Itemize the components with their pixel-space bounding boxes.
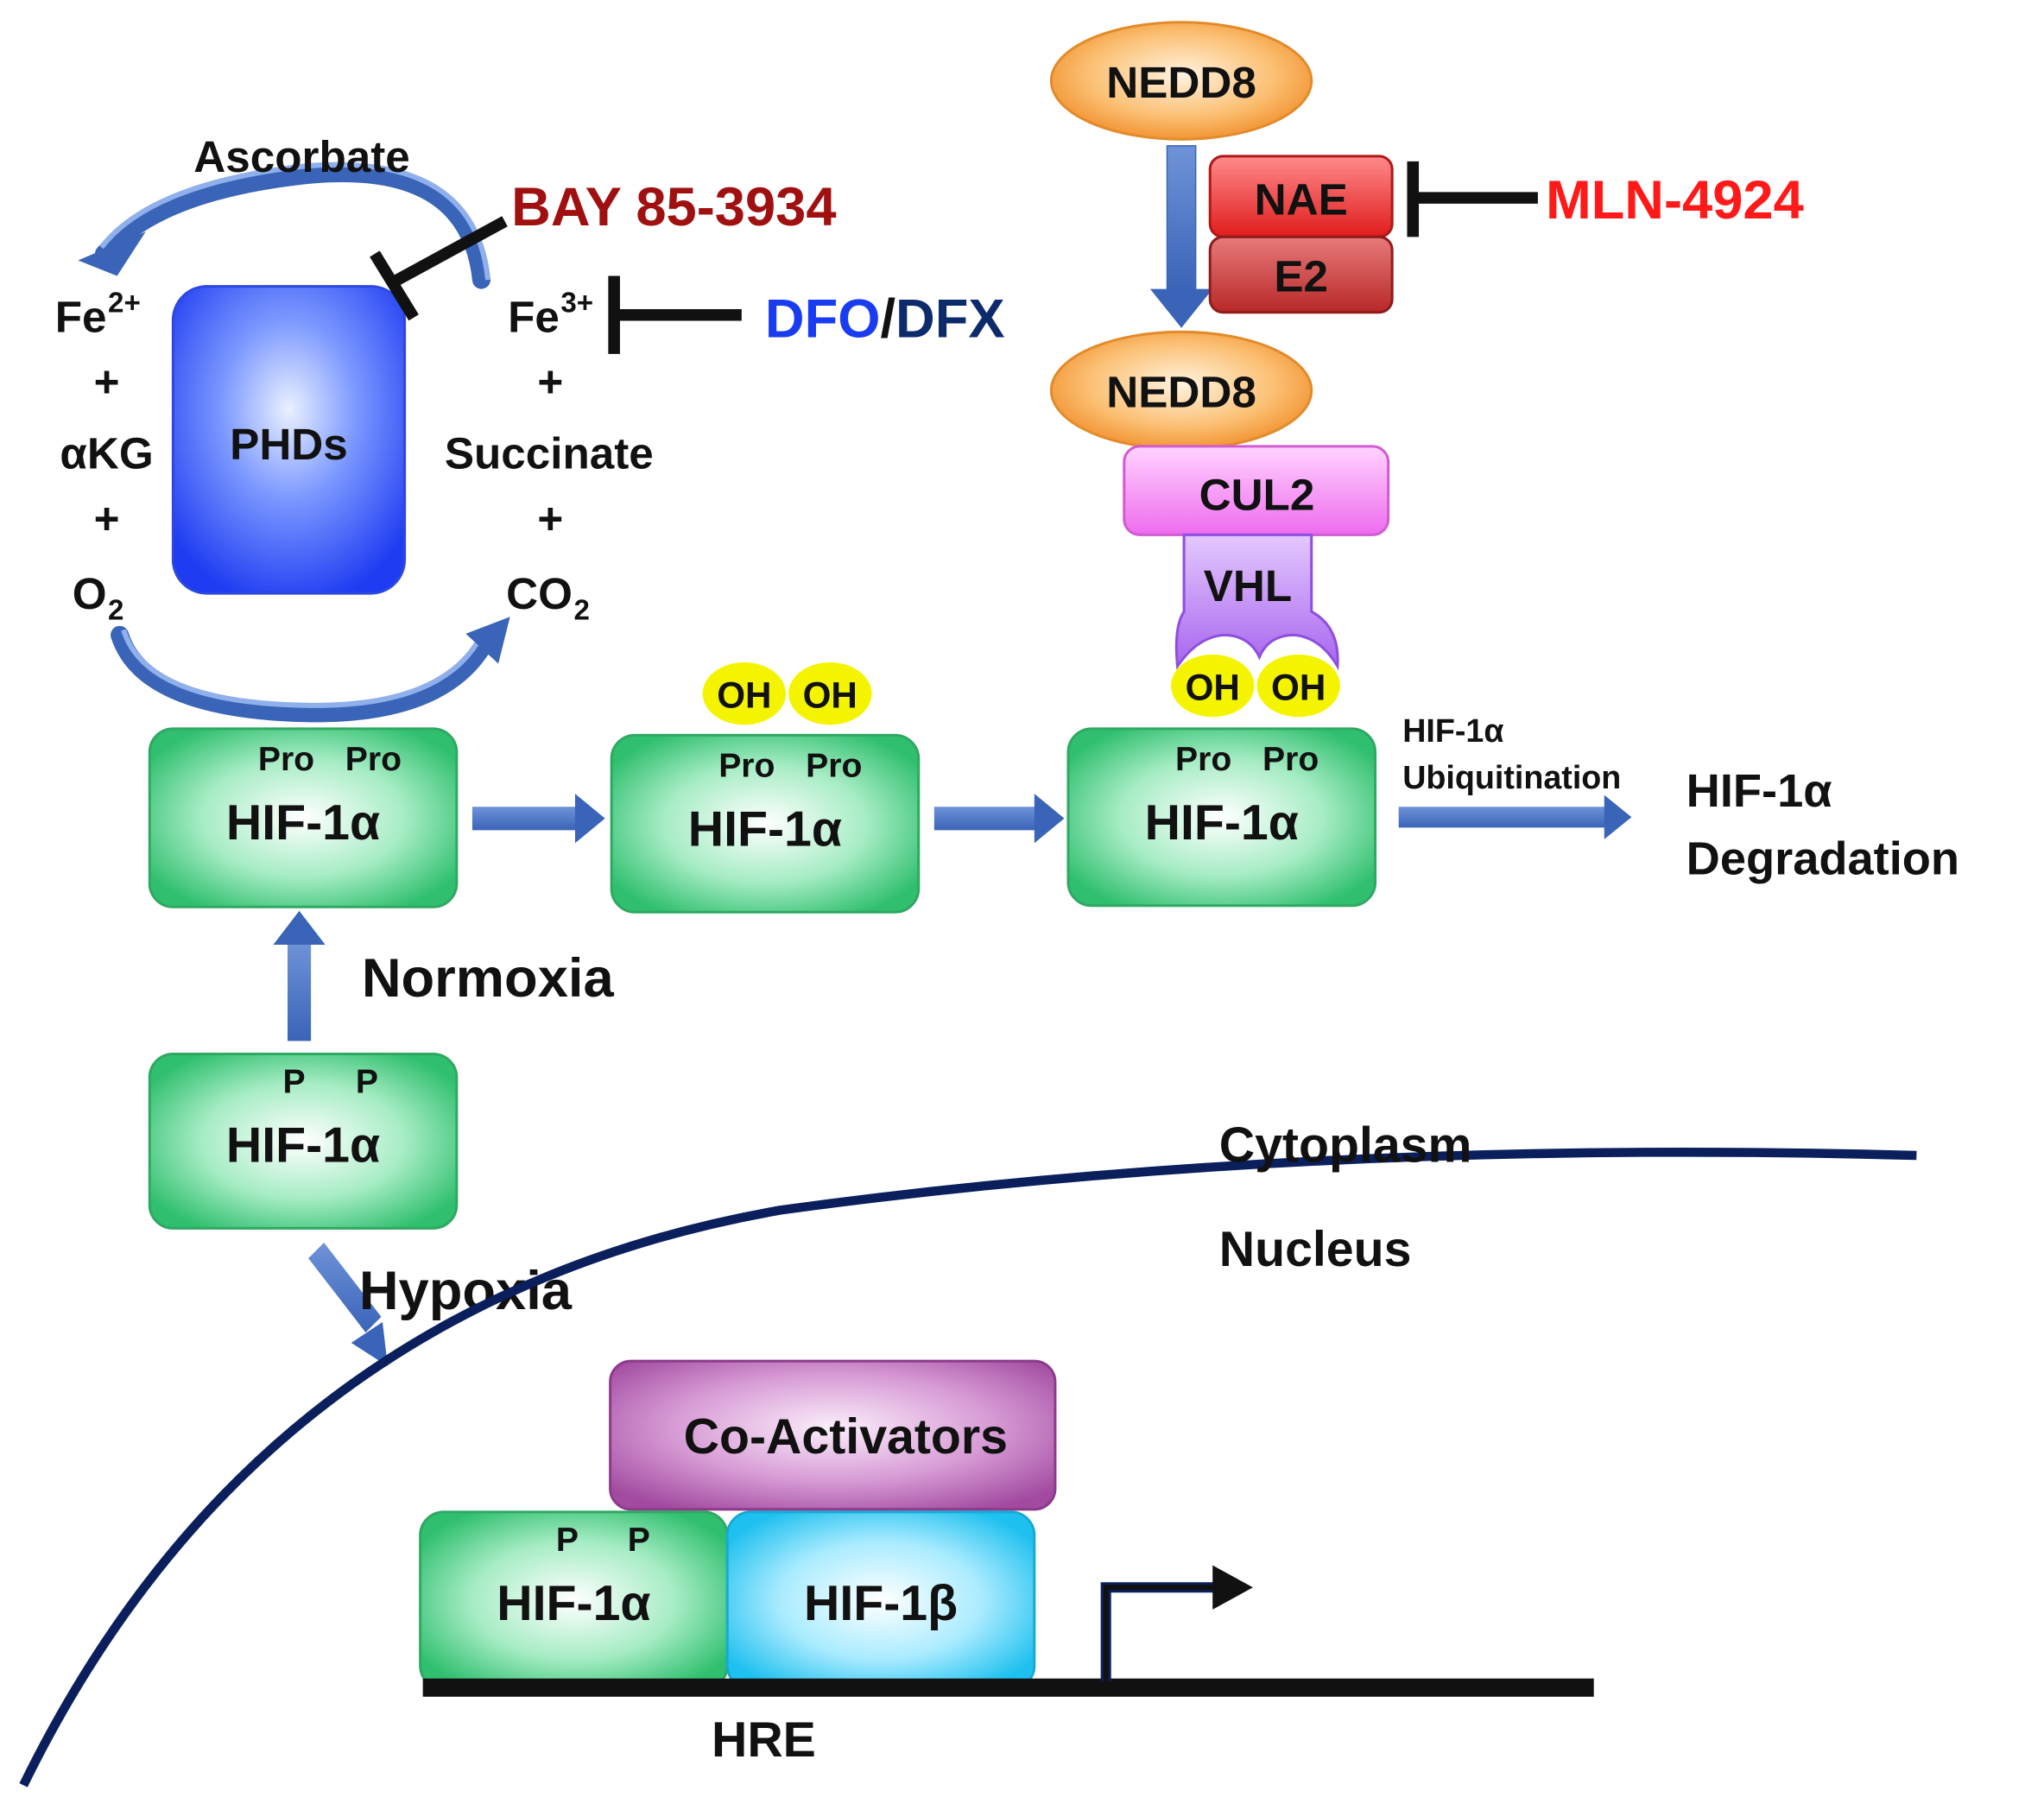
fe-symbol: Fe: [55, 292, 107, 341]
hif1a-phosphorylated-box: [148, 1053, 459, 1230]
ubiquitination-label-line1: HIF-1α: [1402, 712, 1503, 749]
phosphate-label: P: [282, 1064, 305, 1101]
hif1a-unmodified-box: [148, 727, 459, 908]
alpha-kg-label: αKG: [60, 429, 153, 478]
nae-label: NAE: [1255, 175, 1348, 225]
neddylation-down-arrow: [1149, 145, 1213, 328]
pro-residue-label: Pro: [345, 741, 402, 778]
hif1a-vhl-bound-box: [1066, 727, 1377, 908]
svg-text:DFO/DFX: DFO/DFX: [765, 288, 1005, 349]
hif1a-label: HIF-1α: [226, 1118, 380, 1174]
phosphate-label: P: [556, 1522, 579, 1559]
normoxia-label: Normoxia: [362, 948, 615, 1009]
oh-label: OH: [803, 675, 857, 716]
pro-residue-label: Pro: [1262, 741, 1319, 778]
normoxia-up-arrow: [273, 910, 326, 1041]
mln-inhibitor-line: [1407, 161, 1538, 237]
nedd8-bound-label: NEDD8: [1106, 368, 1256, 417]
plus-sign: +: [94, 358, 120, 407]
oh-hydroxyl-badge: [788, 662, 872, 725]
hypoxia-diagonal-arrow: [308, 1242, 388, 1367]
co-symbol: CO: [506, 569, 573, 618]
dfo-dfx-slash: /: [880, 288, 895, 349]
left-reactants: Fe 2+ + αKG + O 2: [55, 288, 154, 627]
right-products: Fe 3+ + Succinate + CO 2: [445, 288, 654, 627]
dfo-label: DFO: [765, 288, 881, 349]
flow-arrow-right: [933, 794, 1065, 844]
plus-sign: +: [537, 358, 563, 407]
co-subscript: 2: [573, 594, 589, 626]
phds-enzyme-box: [171, 285, 407, 595]
hif1a-label: HIF-1α: [688, 801, 842, 857]
plus-sign: +: [94, 494, 120, 543]
degradation-label-line1: HIF-1α: [1686, 765, 1832, 817]
oh-hydroxyl-badge: [1256, 654, 1340, 718]
flow-arrow-right: [471, 794, 605, 844]
oxygen-subscript: 2: [108, 594, 123, 626]
hif1a-label: HIF-1α: [226, 795, 380, 851]
pro-residue-label: Pro: [806, 748, 862, 785]
bay-85-3934-label: BAY 85-3934: [511, 177, 836, 237]
hif1a-label: HIF-1α: [1145, 795, 1299, 851]
ascorbate-label: Ascorbate: [193, 132, 409, 181]
vhl-complex: [1174, 533, 1339, 671]
oh-hydroxyl-badge: [702, 662, 787, 725]
fe-symbol: Fe: [508, 292, 560, 341]
plus-sign: +: [537, 494, 563, 543]
phosphate-label: P: [356, 1064, 378, 1101]
pro-residue-label: Pro: [718, 748, 775, 785]
oh-hydroxyl-badge: [1171, 654, 1255, 718]
cytoplasm-label: Cytoplasm: [1219, 1118, 1472, 1174]
vhl-label: VHL: [1204, 561, 1292, 611]
oh-label: OH: [717, 675, 771, 716]
oh-label: OH: [1186, 668, 1240, 708]
cul2-label: CUL2: [1199, 471, 1315, 520]
oxidation-cycle-arrow: [111, 617, 510, 723]
hre-label: HRE: [712, 1712, 816, 1768]
degradation-label-line2: Degradation: [1686, 833, 1959, 885]
nedd8-free-label: NEDD8: [1106, 58, 1256, 107]
oh-label: OH: [1271, 668, 1326, 708]
dna-strand-line: [422, 1678, 1594, 1697]
ubiquitination-label-line2: Ubiquitination: [1402, 759, 1621, 795]
e2-enzyme-box: [1208, 235, 1394, 314]
pro-residue-label: Pro: [1175, 741, 1231, 778]
ascorbate-cycle-arrow: [78, 161, 491, 289]
transcription-start-arrow: [1100, 1565, 1253, 1681]
pro-residue-label: Pro: [258, 741, 314, 778]
oxygen-symbol: O: [73, 569, 107, 618]
hif1b-label: HIF-1β: [804, 1576, 958, 1631]
hif1a-hydroxylated-box: [610, 733, 921, 914]
coactivators-label: Co-Activators: [684, 1409, 1008, 1465]
bay-inhibitor-line: [370, 216, 508, 321]
dfx-label: DFX: [895, 288, 1005, 349]
nuclear-membrane-curve: [19, 1148, 1917, 1788]
dfo-dfx-inhibitor-line: [608, 275, 742, 354]
fe-charge-3plus: 3+: [560, 288, 593, 320]
mln-4924-label: MLN-4924: [1546, 170, 1804, 231]
ubiquitination-arrow: [1398, 794, 1632, 839]
hif1a-label: HIF-1α: [497, 1576, 650, 1631]
nedd8-free-ellipse: [1049, 21, 1313, 141]
svg-text:Fe: Fe: [55, 292, 107, 341]
succinate-label: Succinate: [445, 429, 654, 478]
coactivators-box: [609, 1359, 1057, 1511]
nucleus-label: Nucleus: [1219, 1222, 1412, 1277]
phosphate-label: P: [628, 1522, 650, 1559]
phds-label: PHDs: [230, 420, 348, 469]
fe-charge-2plus: 2+: [108, 288, 141, 320]
e2-label: E2: [1274, 252, 1328, 301]
